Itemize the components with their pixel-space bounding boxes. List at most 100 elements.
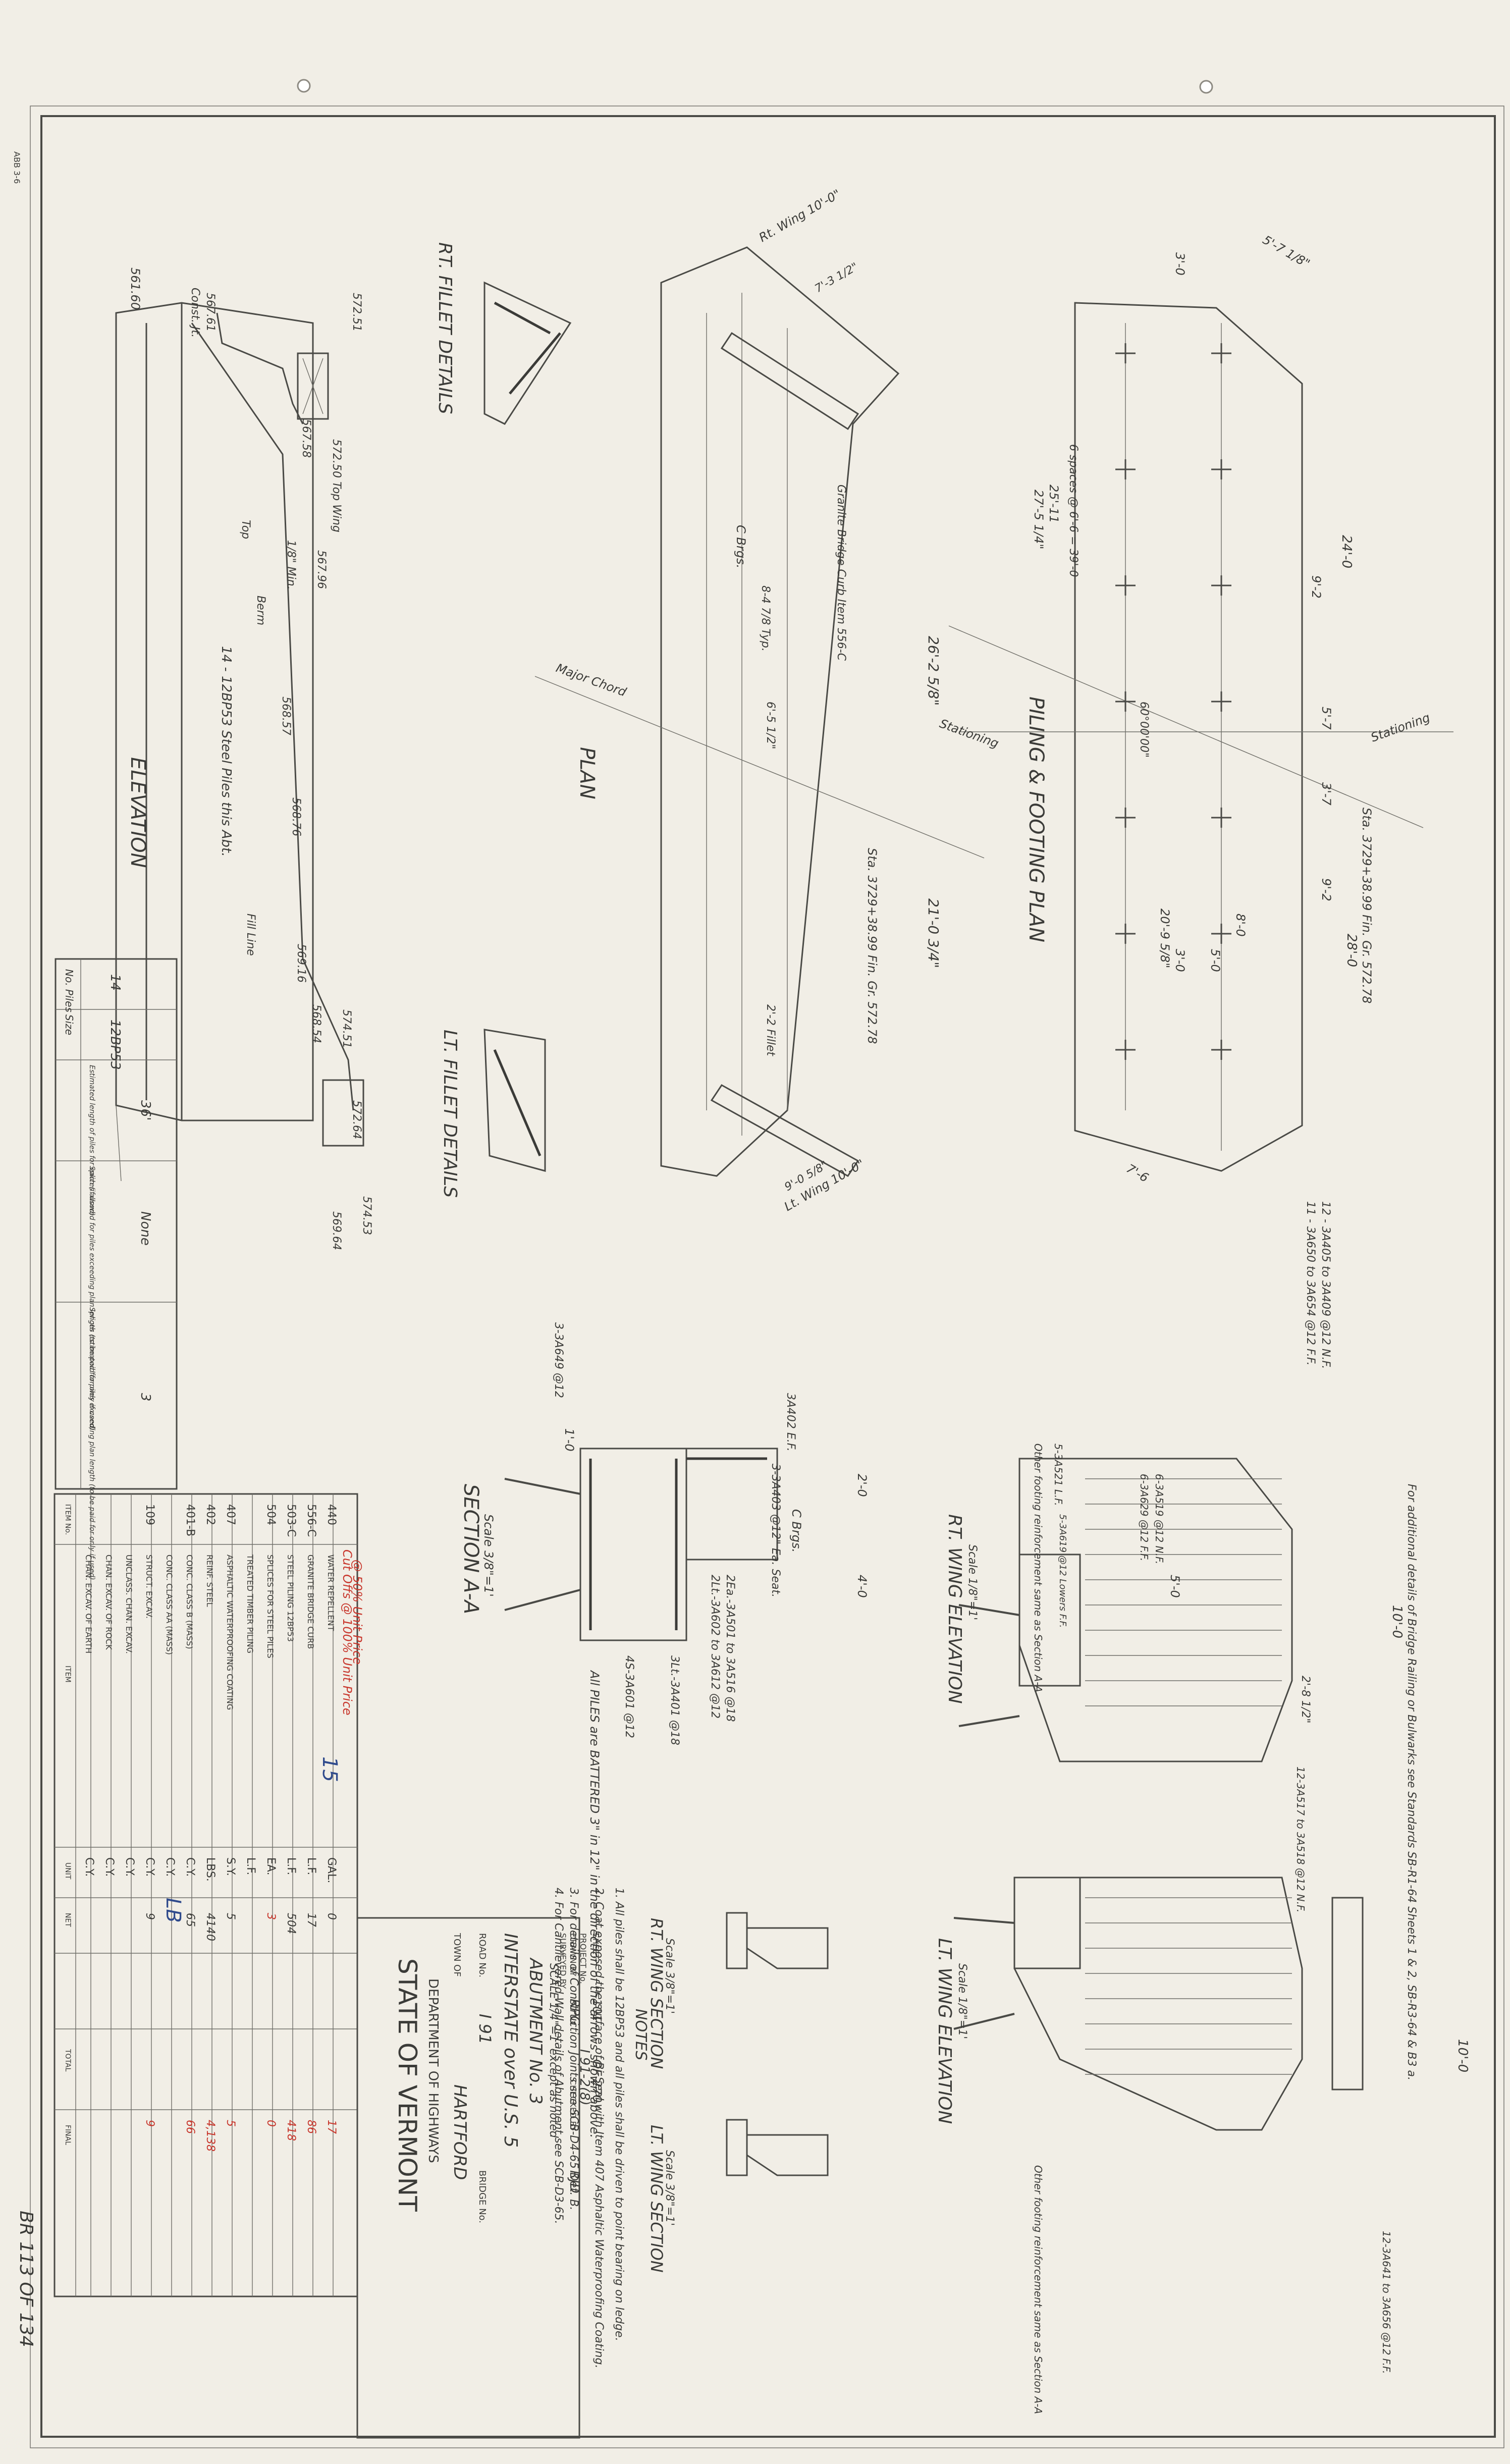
rt-wing-elevation: RT. WING ELEVATION Scale 1/8"=1' Other f… (944, 1443, 1418, 2080)
punch-hole (297, 79, 311, 93)
road-label: ROAD No. (477, 1933, 488, 1977)
rt-fillet-details: RT. FILLET DETAILS (435, 242, 572, 425)
section-d3: 1'-0 (562, 1428, 576, 1452)
elevation-const-jt: Const. Jt. (189, 288, 201, 338)
piling-d13: 25'-11 (1047, 485, 1061, 523)
elevation-e5: 567.96 (315, 550, 328, 589)
wing-b2: 6-3A519 @12 N.F. (1153, 1474, 1165, 1564)
qty-cell: UNCLASS. CHAN. EXCAV. (124, 1555, 134, 1654)
plan-major-chord: Major Chord (554, 661, 629, 700)
qty-header-final: FINAL (64, 2125, 72, 2145)
rt-fillet-title: RT. FILLET DETAILS (435, 242, 455, 414)
elevation-fill-line: Fill Line (244, 914, 257, 956)
qty-cell: GRANITE BRIDGE CURB (306, 1555, 315, 1649)
piling-footing-plan: PILING & FOOTING PLAN 3'-0 5'-7 1/8" 24'… (938, 233, 1453, 1369)
qty-cell: C.Y. (83, 1857, 95, 1877)
section-b3: 2Lt.-3A602 to 3A612 @12 (709, 1575, 721, 1719)
qty-cell: STEEL PILING 12BP53 (286, 1555, 295, 1642)
lt-fillet-title: LT. FILLET DETAILS (440, 1030, 460, 1198)
section-piles-note: All PILES are BATTERED 3" in 12" in the … (587, 1670, 602, 2138)
piling-d3: 24'-0 (1339, 535, 1354, 568)
piling-d9: 28'-0 (1344, 934, 1359, 967)
qty-red-note-2: @ 50% Unit Price (350, 1560, 364, 1665)
qty-cell: L.F. (244, 1857, 257, 1875)
lt-wing-b6: 12-3A641 to 3A656 @12 F.F. (1380, 2231, 1392, 2374)
elevation-e10: 574.51 (340, 1009, 353, 1048)
plan-cl-brgs: C Brgs. (734, 525, 748, 568)
title-block: STATE OF VERMONT DEPARTMENT OF HIGHWAYS … (356, 1917, 604, 2439)
qty-cell: 418 (285, 2120, 297, 2141)
elevation-e2: 572.51 (350, 293, 363, 332)
sheet-of: OF 270 (590, 2059, 604, 2103)
sheet-no: 101 (590, 1999, 604, 2022)
qty-header-item: ITEM (64, 1666, 72, 1683)
elevation-view: ELEVATION 14 - 12BP53 Steel Piles this A… (115, 267, 373, 1250)
elevation-e1: 561.60 (128, 267, 142, 310)
wing-std: For additional details of Bridge Railing… (1405, 1484, 1418, 2080)
qty-header-unit: UNIT (64, 1862, 72, 1880)
qty-cell: STRUCT. EXCAV. (144, 1555, 154, 1619)
lt-wing-elev-title: LT. WING ELEVATION (934, 1938, 955, 2124)
qty-cell: 5 (224, 2120, 237, 2127)
road: I 91 (475, 2014, 495, 2044)
rt-wing-section-title: RT. WING SECTION (647, 1918, 666, 2069)
checked-label: CHECKED BY (568, 2079, 578, 2131)
elevation-e8: 569.16 (295, 944, 307, 983)
piling-d15: 20'-9 5/8" (1158, 908, 1172, 968)
section-b4: 3Lt.-3A401 @18 (668, 1655, 681, 1745)
wing-b4: 12-3A517 to 3A518 @12 N.F. (1295, 1766, 1307, 1912)
piling-bars1: 11 - 3A650 to 3A654 @12 F.F. (1304, 1201, 1317, 1366)
elevation-e7: 568.76 (290, 797, 302, 836)
plan-len1: 26'-2 5/8" (925, 636, 942, 706)
qty-blue-num: 15 (318, 1756, 341, 1782)
section-d2: 4'-0 (855, 1575, 869, 1598)
elevation-berm: Berm (254, 596, 267, 625)
section-b6: 3-3A649 @12 (552, 1322, 565, 1398)
elevation-e13: 574.53 (360, 1196, 373, 1235)
qty-cell: 109 (143, 1504, 156, 1525)
scale: SCALE 1/4"=1' except as noted (547, 1963, 560, 2138)
plan-view: PLAN Rt. Wing 10'-0" Lt. Wing 10'-0" Gra… (534, 187, 985, 1214)
bridge-label: BRIDGE No. (477, 2170, 488, 2223)
pile-table-c2: 12BP53 (107, 1020, 123, 1070)
checked-by: RJD (567, 2170, 582, 2193)
note-1: 1. All piles shall be 12BP53 and all pil… (613, 1888, 625, 2341)
qty-cell: 504 (264, 1504, 277, 1525)
rt-wing-elev-scale: Scale 1/8"=1' (966, 1544, 979, 1620)
qty-cell: CONC. CLASS AA (MASS) (165, 1555, 174, 1655)
lt-wing-section-scale: Scale 3/8"=1' (663, 2150, 676, 2226)
qty-cell: 5 (224, 1913, 237, 1920)
qty-cell: CONC. CLASS B (MASS) (185, 1555, 194, 1649)
qty-blue-mark: LB (161, 1898, 185, 1923)
sheet-title: ABUTMENT No. 3 (525, 1957, 546, 2105)
plan-dim3: 6'-5 1/2" (764, 702, 777, 749)
sheet-label: SHEET (591, 1933, 601, 1959)
qty-cell: CHAN. EXCAV. OF ROCK (104, 1555, 114, 1650)
qty-cell: 504 (285, 1913, 297, 1934)
qty-header-net: NET (64, 1913, 72, 1927)
section-b2: 2Ea.-3A501 to 3A516 @18 (724, 1575, 736, 1722)
pile-table: No. Piles Size Estimated length of piles… (55, 958, 178, 1580)
qty-cell: 503-C (285, 1504, 297, 1537)
qty-cell: 440 (325, 1504, 338, 1525)
qty-cell: EA. (264, 1857, 277, 1876)
pile-table-c3: 36' (138, 1100, 153, 1120)
wing-b5: 5-3A521 L.F. (1052, 1443, 1064, 1506)
elevation-top: Top (239, 520, 252, 539)
section-aa-scale: Scale 3/8"=1' (481, 1514, 496, 1597)
qty-cell: SPLICES FOR STEEL PILES (265, 1555, 275, 1658)
state-title: STATE OF VERMONT (393, 1958, 422, 2212)
qty-cell: 0 (325, 1913, 338, 1920)
qty-cell: 0 (264, 2120, 277, 2127)
qty-cell: S.Y. (224, 1857, 237, 1876)
plan-curb: Granite Bridge Curb Item 556-C (835, 485, 847, 661)
pile-table-h3: Estimated length of piles for each (if u… (88, 1065, 96, 1216)
rt-wing-section-scale: Scale 3/8"=1' (663, 1938, 676, 2014)
qty-header-total: TOTAL (64, 2049, 72, 2072)
qty-cell: 17 (305, 1913, 317, 1927)
rt-wing-elev-title: RT. WING ELEVATION (944, 1514, 965, 1704)
lt-wing-d1: 10'-0 (1455, 2039, 1470, 2072)
sheet-border (40, 115, 1496, 2438)
